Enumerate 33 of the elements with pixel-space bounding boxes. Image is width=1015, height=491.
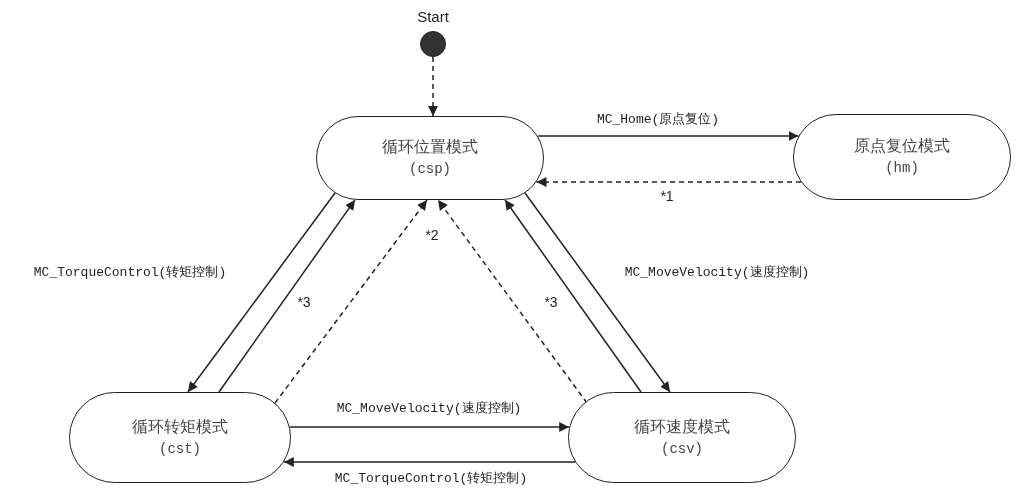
state-name: 循环转矩模式: [132, 415, 228, 438]
arrow: [535, 177, 802, 187]
arrow: [537, 131, 800, 141]
state-name: 循环速度模式: [634, 415, 730, 438]
start-label: Start: [417, 9, 449, 25]
arrow: [428, 56, 438, 117]
edge-label: MC_MoveVelocity(速度控制): [624, 265, 810, 281]
state-box: [316, 116, 544, 200]
arrow: [274, 199, 428, 404]
edge-label: *1: [660, 188, 674, 204]
start-circle: [420, 31, 446, 57]
state-name: 原点复位模式: [854, 135, 950, 157]
edge-label: *3: [297, 294, 311, 310]
state-box: [69, 392, 291, 483]
arrow: [504, 199, 642, 393]
state-box: [793, 114, 1011, 200]
arrow: [218, 199, 356, 393]
edge-label: *3: [544, 294, 558, 310]
arrow: [187, 192, 336, 393]
arrow: [283, 457, 576, 467]
note-mark: *2: [425, 227, 439, 243]
arrow: [524, 192, 671, 393]
state-name: 循环位置模式: [382, 136, 478, 158]
edge-label: MC_MoveVelocity(速度控制): [336, 401, 522, 417]
state-code: (csv): [661, 439, 703, 459]
edge-label: MC_TorqueControl(转矩控制): [33, 265, 227, 281]
arrow: [437, 199, 588, 404]
edge-label: MC_Home(原点复位): [596, 112, 720, 128]
state-code: (csp): [409, 160, 451, 179]
state-code: (hm): [885, 159, 919, 178]
edge-label: MC_TorqueControl(转矩控制): [334, 471, 528, 487]
arrow: [289, 422, 570, 432]
state-code: (cst): [159, 439, 201, 459]
